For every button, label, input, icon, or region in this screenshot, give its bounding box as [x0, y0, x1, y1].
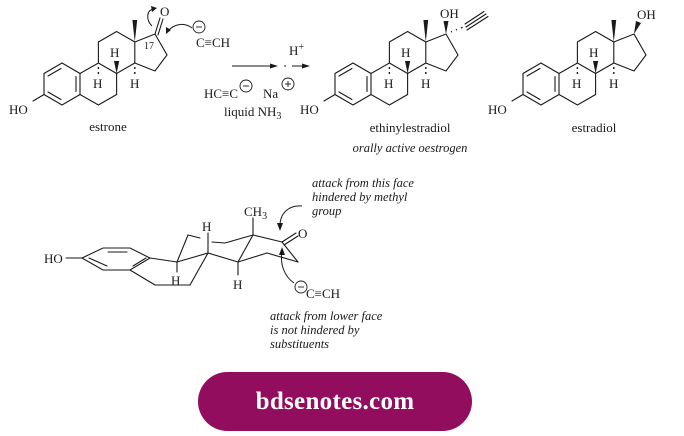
- nucleophile-text: C≡CH: [196, 35, 230, 50]
- conformation-oxygen: O: [298, 226, 307, 241]
- estradiol-h14: H: [609, 76, 618, 91]
- estrone-structure: O 17 H H H HO estrone: [9, 4, 169, 134]
- lower-note-line-1: attack from lower face: [270, 309, 383, 323]
- upper-note-line-2: hindered by methyl: [312, 190, 408, 204]
- conformation-h-c9: H: [171, 273, 180, 288]
- ethinylestradiol-ho: HO: [300, 102, 319, 117]
- lower-note-line-3: substituents: [270, 337, 329, 351]
- estradiol-oh: OH: [637, 7, 656, 22]
- lower-note-line-2: is not hindered by: [270, 323, 360, 337]
- estrone-label: estrone: [89, 119, 127, 134]
- estradiol-ho: HO: [488, 102, 507, 117]
- estrone-ketone-oxygen: O: [160, 4, 169, 19]
- estradiol-structure: OH H H H HO estradiol: [488, 7, 656, 135]
- watermark-badge: bdsenotes.com: [198, 372, 472, 431]
- conformation-h-c14: H: [233, 277, 242, 292]
- conformation-nucleophile: C≡CH: [306, 286, 340, 301]
- estradiol-h8: H: [589, 45, 598, 60]
- upper-attack-arrow: [279, 205, 303, 227]
- ethinylestradiol-h14: H: [421, 76, 430, 91]
- conformation-ch3: CH3: [244, 204, 267, 222]
- watermark-text: bdsenotes.com: [255, 387, 415, 415]
- sodium-counterion: Na: [263, 86, 278, 101]
- acetylide-nucleophile: C≡CH: [166, 20, 230, 50]
- upper-note-line-3: group: [312, 204, 341, 218]
- ethinylestradiol-oh: OH: [440, 6, 459, 21]
- estrone-conformation: HO CH3 O H H H: [44, 176, 414, 351]
- estradiol-label: estradiol: [572, 120, 617, 135]
- ethinylestradiol-h8: H: [401, 45, 410, 60]
- estrone-c17-label: 17: [144, 41, 154, 52]
- reaction-arrow: H+ HC≡C Na liquid NH3: [204, 42, 310, 122]
- ethinylestradiol-note: orally active oestrogen: [353, 141, 468, 155]
- ethinylestradiol-structure: OH H H H HO ethinylestradiol orally acti…: [300, 6, 489, 155]
- estrone-h14: H: [130, 76, 139, 91]
- conformation-h-top: H: [202, 219, 211, 234]
- sodium-acetylide-reagent: HC≡C: [204, 86, 238, 101]
- solvent-label: liquid NH3: [224, 104, 281, 122]
- estrone-h8: H: [110, 45, 119, 60]
- ethinylestradiol-label: ethinylestradiol: [370, 120, 451, 135]
- estrone-hydroxyl: HO: [9, 102, 28, 117]
- estradiol-h9: H: [572, 76, 581, 91]
- ethinylestradiol-h9: H: [384, 76, 393, 91]
- estrone-h9: H: [93, 76, 102, 91]
- lower-attack-arrow: [281, 251, 295, 284]
- carbonyl-electron-arrow: [147, 8, 155, 27]
- conformation-ho: HO: [44, 251, 63, 266]
- acid-step: H+: [289, 42, 304, 58]
- upper-note-line-1: attack from this face: [312, 176, 414, 190]
